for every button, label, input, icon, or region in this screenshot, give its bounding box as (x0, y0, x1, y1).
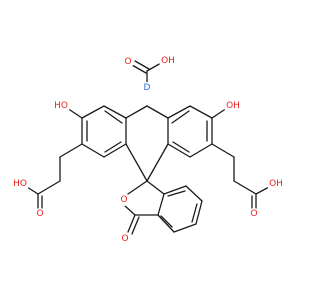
bond (146, 62, 162, 72)
bond (103, 143, 127, 158)
right-acid-hydroxyl-label: OH (269, 179, 283, 189)
structure-drawing: O OH D HO OH HO O OH O O O (11, 53, 285, 245)
bond (134, 60, 150, 70)
bond (127, 214, 136, 233)
left-acid-hydroxyl-label: HO (13, 179, 27, 189)
formic-carbonyl-oxygen-label: O (124, 57, 131, 67)
formic-acid (131, 60, 162, 85)
right-propanoic-acid (211, 143, 270, 210)
phenol-bonds (66, 107, 228, 119)
bond (125, 105, 148, 119)
lactone-ring-oxygen-label: O (120, 195, 127, 205)
bond (185, 185, 203, 202)
bond (172, 141, 190, 153)
bond (131, 216, 140, 235)
bond (81, 105, 105, 119)
bond (146, 180, 165, 195)
bond (59, 143, 83, 158)
bond (127, 180, 148, 195)
left-propanoic-acid (26, 143, 83, 210)
bond (163, 185, 187, 195)
bond (195, 200, 203, 225)
bond (66, 107, 83, 119)
left-acid-carbonyl-oxygen-label: O (36, 209, 43, 219)
bond (211, 107, 228, 119)
bond (146, 105, 169, 119)
bond (233, 180, 257, 195)
bond (160, 215, 173, 228)
bond (123, 204, 136, 216)
bond (189, 105, 213, 119)
bond (157, 214, 175, 233)
formic-deuterium-label: D (144, 83, 151, 93)
right-phenol-hydroxyl-label: OH (226, 101, 240, 111)
bond (191, 203, 198, 223)
bond (189, 143, 213, 158)
bond (211, 143, 235, 158)
left-aromatic-ring (81, 105, 127, 158)
bond (146, 143, 169, 182)
right-aromatic-ring (167, 105, 213, 158)
lactone-ring (123, 180, 165, 235)
bond (131, 64, 147, 74)
atom-labels: O OH D HO OH HO O OH O O O (11, 53, 285, 245)
lactone-benzene-ring (157, 185, 203, 233)
bond (37, 180, 61, 195)
bond (255, 186, 270, 195)
bond (103, 105, 127, 119)
central-ring (125, 105, 169, 182)
bond (157, 193, 165, 216)
bond (26, 186, 39, 195)
right-acid-carbonyl-oxygen-label: O (250, 209, 257, 219)
bond (81, 143, 105, 158)
bond (104, 110, 123, 124)
bond (173, 223, 197, 233)
bond (171, 110, 190, 124)
formic-hydroxyl-label: OH (161, 56, 175, 66)
bond (167, 190, 186, 197)
bond (125, 143, 148, 182)
molecule-canvas: O OH D HO OH HO O OH O O O (11, 53, 285, 245)
bond (167, 143, 191, 158)
left-phenol-hydroxyl-label: HO (54, 101, 68, 111)
lactone-carbonyl-oxygen-label: O (121, 234, 128, 244)
bond (167, 105, 191, 119)
bond (104, 141, 122, 153)
